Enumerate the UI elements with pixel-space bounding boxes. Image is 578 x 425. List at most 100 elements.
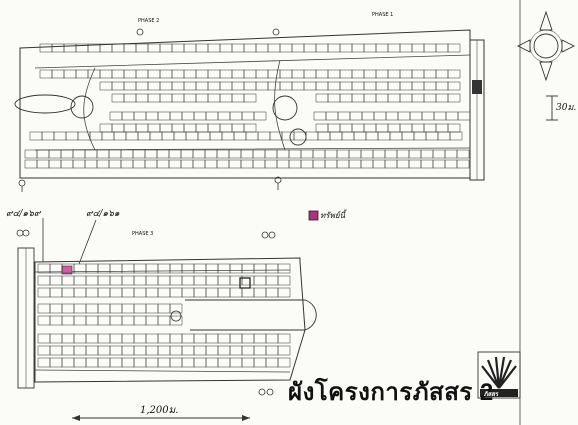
lot-parcel: [315, 93, 329, 103]
lot-parcel: [228, 159, 242, 169]
lot-parcel: [99, 123, 113, 133]
lot-parcel: [97, 333, 111, 344]
lot-parcel: [37, 303, 51, 314]
lot-parcel: [123, 81, 137, 91]
lot-parcel: [387, 93, 401, 103]
lot-parcel: [327, 123, 341, 133]
lot-parcel: [87, 69, 101, 79]
lot-parcel: [72, 149, 86, 159]
lot-parcel: [121, 357, 135, 368]
lot-parcel: [135, 123, 149, 133]
lot-parcel: [109, 275, 123, 286]
lot-parcel: [65, 131, 79, 141]
lot-parcel: [109, 333, 123, 344]
lot-parcel: [147, 81, 161, 91]
lot-parcel: [339, 69, 353, 79]
lot-parcel: [169, 263, 183, 274]
lot-parcel: [327, 81, 341, 91]
dimension-right: 30ม.: [556, 103, 577, 113]
lot-parcel: [181, 357, 195, 368]
lot-parcel: [183, 43, 197, 53]
lot-parcel: [73, 315, 87, 326]
lot-parcel: [109, 357, 123, 368]
lot-parcel: [204, 159, 218, 169]
lot-parcel: [447, 81, 461, 91]
lot-parcel: [145, 315, 159, 326]
lot-parcel: [315, 123, 329, 133]
lot-parcel: [181, 287, 195, 298]
phase-2-label: PHASE 2: [138, 18, 160, 24]
lot-parcel: [205, 333, 219, 344]
lot-parcel: [241, 275, 255, 286]
lot-parcel: [181, 275, 195, 286]
lot-parcel: [169, 333, 183, 344]
lot-parcel: [60, 159, 74, 169]
lot-parcel: [85, 357, 99, 368]
lot-parcel: [276, 159, 290, 169]
lot-parcel: [312, 159, 326, 169]
lot-parcel: [433, 111, 447, 121]
lot-parcel: [97, 275, 111, 286]
lot-parcel: [303, 81, 317, 91]
lot-parcel: [399, 93, 413, 103]
lot-parcel: [313, 111, 327, 121]
lot-parcel: [132, 149, 146, 159]
lot-parcel: [216, 149, 230, 159]
lot-parcel: [183, 123, 197, 133]
lot-parcel: [193, 263, 207, 274]
lot-parcel: [240, 149, 254, 159]
lot-parcel: [37, 357, 51, 368]
lot-parcel: [207, 93, 221, 103]
lot-parcel: [411, 69, 425, 79]
lot-parcel: [217, 263, 231, 274]
lot-parcel: [375, 69, 389, 79]
lot-parcel: [363, 43, 377, 53]
lot-parcel: [133, 315, 147, 326]
lot-parcel: [353, 131, 367, 141]
lot-parcel: [85, 303, 99, 314]
lot-parcel: [85, 275, 99, 286]
lot-parcel: [265, 263, 279, 274]
lot-parcel: [348, 149, 362, 159]
lot-parcel: [375, 81, 389, 91]
lot-parcel: [423, 43, 437, 53]
lot-parcel: [300, 149, 314, 159]
lot-parcel: [217, 345, 231, 356]
lot-parcel: [228, 149, 242, 159]
lot-parcel: [279, 43, 293, 53]
lot-parcel: [193, 287, 207, 298]
lot-parcel: [157, 275, 171, 286]
lot-parcel: [312, 149, 326, 159]
lot-parcel: [36, 149, 50, 159]
lot-parcel: [24, 159, 38, 169]
lot-parcel: [303, 43, 317, 53]
lot-parcel: [157, 345, 171, 356]
lot-parcel: [339, 43, 353, 53]
lot-parcel: [121, 345, 135, 356]
lot-parcel: [276, 149, 290, 159]
lot-parcel: [399, 123, 413, 133]
lot-parcel: [171, 69, 185, 79]
lot-parcel: [135, 81, 149, 91]
lot-parcel: [73, 303, 87, 314]
lot-parcel: [133, 263, 147, 274]
lot-parcel: [265, 333, 279, 344]
lot-parcel: [73, 333, 87, 344]
lot-parcel: [207, 43, 221, 53]
lot-parcel: [253, 287, 267, 298]
lot-parcel: [72, 159, 86, 169]
lot-parcel: [231, 43, 245, 53]
lot-parcel: [193, 345, 207, 356]
lot-parcel: [193, 275, 207, 286]
lot-parcel: [216, 159, 230, 169]
lot-parcel: [243, 123, 257, 133]
lot-parcel: [159, 43, 173, 53]
lot-parcel: [133, 345, 147, 356]
lot-parcel: [145, 357, 159, 368]
lot-parcel: [133, 111, 147, 121]
lot-parcel: [49, 303, 63, 314]
lot-parcel: [183, 81, 197, 91]
lot-parcel: [423, 93, 437, 103]
lot-parcel: [255, 69, 269, 79]
